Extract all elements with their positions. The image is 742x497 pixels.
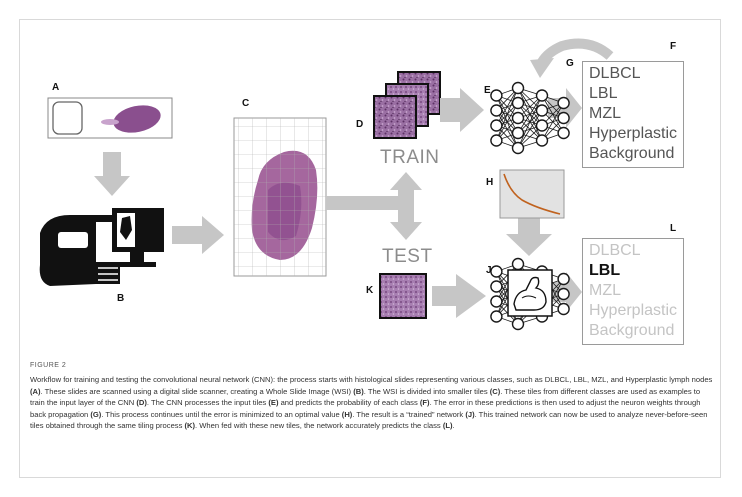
muscle-arm-icon [507,269,553,317]
arrow-b-to-c [172,216,224,254]
class-label: DLBCL [589,242,641,259]
class-label: LBL [589,85,618,102]
network-node [511,81,525,95]
test-tile-icon [379,273,427,319]
network-node [490,119,503,132]
network-node [511,141,525,155]
arrow-h-to-j [506,218,552,256]
network-node [511,111,525,125]
training-tiles-icon [373,71,441,139]
training-class-list: DLBCL LBL MZL Hyperplastic Background [582,61,684,168]
panel-letter-g: G [566,58,574,69]
network-node [490,265,503,278]
network-node [557,272,570,286]
train-label: TRAIN [380,147,440,168]
class-label: MZL [589,282,621,299]
network-edge [496,102,519,141]
network-node [535,134,549,147]
network-node [557,287,570,301]
network-node [557,302,570,316]
network-node [490,89,503,102]
network-node [535,104,549,117]
predicted-class-label: LBL [589,262,621,279]
glass-slide-icon [47,97,173,139]
wsi-grid-icon [233,117,327,277]
neural-network-icon [490,81,570,155]
scanner-computer-icon [39,208,164,286]
class-label: DLBCL [589,65,641,82]
arrow-k-to-j [432,274,486,318]
caption-text: Workflow for training and testing the co… [30,375,713,431]
network-edge [517,95,543,149]
network-node [511,126,525,140]
network-edge [517,95,543,134]
network-edge [496,87,519,126]
network-node [511,96,525,110]
network-edge [517,110,543,149]
network-node [490,280,503,293]
prediction-class-list: DLBCL LBL MZL Hyperplastic Background [582,238,684,345]
panel-letter-f: F [670,41,677,52]
panel-letter-l: L [670,223,677,234]
panel-letter-a: A [52,82,60,93]
network-node [511,257,525,271]
panel-letter-c: C [242,98,250,109]
backprop-arrow [537,38,614,65]
class-label: Hyperplastic [589,125,678,142]
figure-caption: FIGURE 2 Workflow for training and testi… [30,360,714,431]
class-label: MZL [589,105,621,122]
panel-letter-b: B [117,293,125,304]
network-node [557,126,570,140]
network-node [490,104,503,117]
network-edge [496,87,519,141]
class-label: Background [589,322,675,339]
panel-letter-e: E [484,85,491,96]
figure-label: FIGURE 2 [30,362,67,369]
network-node [490,295,503,308]
class-label: Background [589,145,675,162]
panel-letter-j: J [486,265,492,276]
network-node [511,317,525,331]
network-node [490,310,503,323]
loss-curve-icon [499,169,565,219]
panel-letter-k: K [366,285,374,296]
network-node [535,119,549,132]
class-label: Hyperplastic [589,302,678,319]
arrow-d-to-e [440,88,484,132]
arrow-a-to-b [94,152,130,196]
panel-letter-h: H [486,177,494,188]
network-node [490,134,503,147]
split-arrow [326,172,422,240]
network-node [557,96,570,110]
figure-frame [19,19,721,478]
network-edge [541,102,564,141]
network-node [557,111,570,125]
network-node [535,89,549,102]
panel-letter-d: D [356,119,364,130]
test-label: TEST [382,246,433,267]
